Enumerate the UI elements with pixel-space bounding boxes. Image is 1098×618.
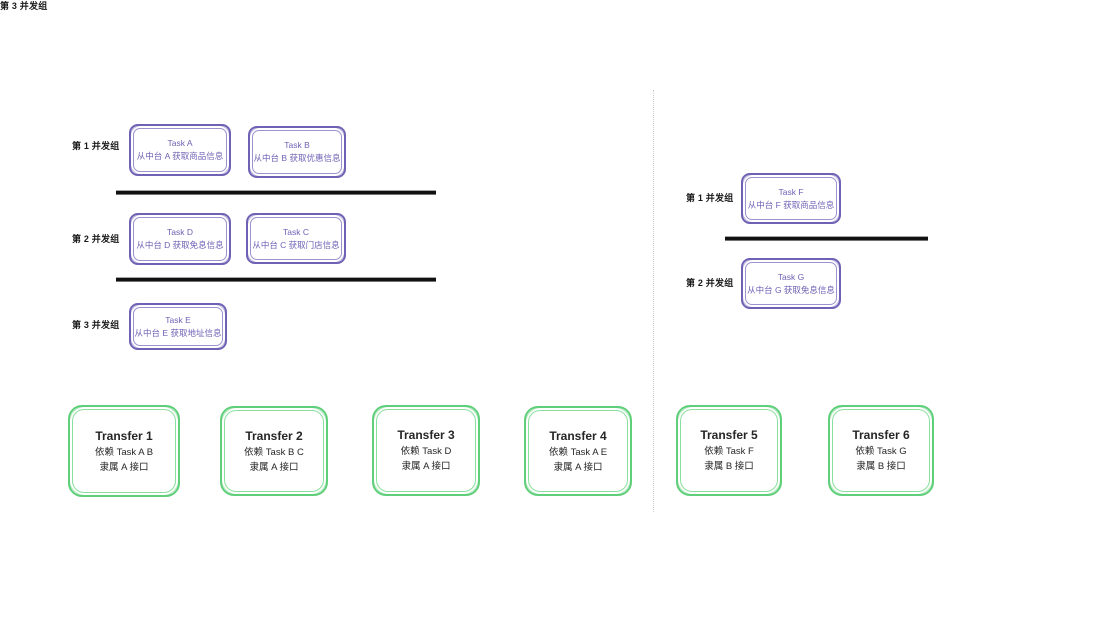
group-separator-right-1 [725,237,928,240]
transfer-box-5[interactable]: Transfer 5 依赖 Task F 隶属 B 接口 [676,405,782,496]
transfer-dependency: 依赖 Task A B [94,446,154,458]
transfer-box-2[interactable]: Transfer 2 依赖 Task B C 隶属 A 接口 [220,406,328,496]
transfer-title: Transfer 6 [852,428,910,442]
transfer-title: Transfer 5 [700,428,758,442]
transfer-dependency: 依赖 Task B C [244,446,304,458]
task-box-task-g[interactable]: Task G 从中台 G 获取免息信息 [741,258,841,309]
group-label-right-2: 第 2 并发组 [686,278,734,288]
task-title: Task D [167,227,193,237]
transfer-title: Transfer 4 [549,428,607,443]
task-description: 从中台 G 获取免息信息 [747,284,835,295]
transfer-owner: 隶属 A 接口 [99,461,149,473]
group-label-left-1: 第 1 并发组 [72,141,120,151]
group-label-left-3: 第 3 并发组 [72,320,120,330]
transfer-owner: 隶属 A 接口 [249,461,299,473]
group-separator-left-1 [116,191,436,194]
task-description: 从中台 C 获取门店信息 [252,239,340,250]
transfer-dependency: 依赖 Task G [855,446,907,457]
task-description: 从中台 B 获取优惠信息 [253,153,341,163]
task-box-task-a[interactable]: Task A 从中台 A 获取商品信息 [129,124,231,176]
task-description: 从中台 D 获取免息信息 [136,240,224,250]
transfer-dependency: 依赖 Task A E [548,446,608,458]
task-box-task-b[interactable]: Task B 从中台 B 获取优惠信息 [248,126,346,178]
transfer-owner: 隶属 B 接口 [856,461,906,472]
task-description: 从中台 E 获取地址信息 [134,327,222,338]
transfer-owner: 隶属 B 接口 [704,461,754,472]
transfer-title: Transfer 1 [95,428,153,443]
task-description: 从中台 A 获取商品信息 [136,151,224,161]
transfer-box-4[interactable]: Transfer 4 依赖 Task A E 隶属 A 接口 [524,406,632,496]
group-label-left-2: 第 2 并发组 [72,234,120,244]
task-title: Task A [167,138,193,148]
task-title: Task B [284,140,310,150]
transfer-box-1[interactable]: Transfer 1 依赖 Task A B 隶属 A 接口 [68,405,180,497]
task-box-task-f[interactable]: Task F 从中台 F 获取商品信息 [741,173,841,224]
transfer-dependency: 依赖 Task F [704,446,754,457]
task-title: Task E [165,314,191,325]
task-box-task-e[interactable]: Task E 从中台 E 获取地址信息 [129,303,227,350]
transfer-box-6[interactable]: Transfer 6 依赖 Task G 隶属 B 接口 [828,405,934,496]
transfer-box-3[interactable]: Transfer 3 依赖 Task D 隶属 A 接口 [372,405,480,496]
task-title: Task G [777,271,805,282]
transfer-title: Transfer 2 [245,428,303,443]
task-box-task-c[interactable]: Task C 从中台 C 获取门店信息 [246,213,346,264]
task-description: 从中台 F 获取商品信息 [747,199,835,210]
task-title: Task F [778,186,804,197]
panel-divider [653,90,654,512]
group-label-right-3: 第 3 并发组 [0,1,48,11]
group-label-right-1: 第 1 并发组 [686,193,734,203]
task-title: Task C [283,226,309,237]
transfer-owner: 隶属 A 接口 [401,461,451,472]
group-separator-left-2 [116,278,436,281]
transfer-title: Transfer 3 [397,428,455,442]
transfer-dependency: 依赖 Task D [400,446,452,457]
transfer-owner: 隶属 A 接口 [553,461,603,473]
task-box-task-d[interactable]: Task D 从中台 D 获取免息信息 [129,213,231,265]
